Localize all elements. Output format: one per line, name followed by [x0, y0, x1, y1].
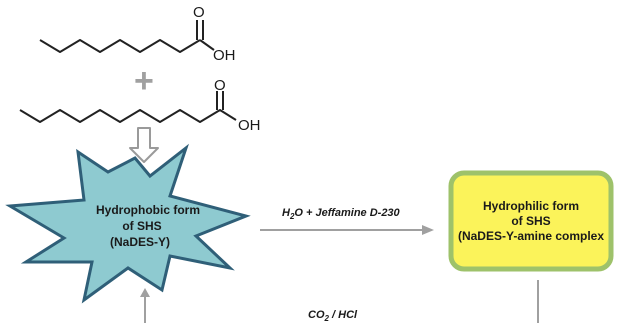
forward-label-sub: 2 [289, 212, 295, 221]
hydrophilic-label-line-1: Hydrophilic form [483, 199, 579, 213]
dodecanoic-acid-oh-label: OH [238, 117, 261, 134]
reverse-label-sub: 2 [324, 314, 330, 323]
forward-reaction-arrow: H2O + Jeffamine D-230 [260, 207, 434, 235]
hydrophobic-label-line-2: of SHS [122, 219, 161, 233]
hydrophobic-form-node: Hydrophobic form of SHS (NaDES-Y) [5, 143, 251, 304]
hollow-down-arrow-icon [129, 127, 159, 163]
hydrophobic-label-line-1: Hydrophobic form [96, 203, 200, 217]
octanoic-acid-oh-bond [199, 39, 215, 51]
octanoic-acid-o-label: O [193, 4, 205, 21]
hydrophilic-label-line-2: of SHS [511, 214, 550, 228]
octanoic-acid-oh-label: OH [213, 47, 236, 64]
octanoic-acid-structure: O OH [39, 4, 236, 64]
forward-label-rest: O + Jeffamine D-230 [294, 207, 400, 219]
hydrophilic-box [448, 170, 614, 272]
return-arrowhead-up-icon [140, 288, 150, 297]
reverse-arrow-label: CO2 / HCl [308, 309, 358, 323]
dodecanoic-acid-structure: O OH [19, 77, 261, 134]
forward-arrowhead-icon [422, 225, 434, 235]
dodecanoic-acid-chain [19, 109, 237, 123]
hydrophobic-label-line-3: (NaDES-Y) [110, 235, 170, 249]
forward-arrow-label: H2O + Jeffamine D-230 [282, 207, 401, 221]
hydrophilic-label-line-3: (NaDES-Y-amine complex [458, 229, 604, 243]
forward-label-h: H [282, 207, 291, 219]
hydrophilic-form-node: Hydrophilic form of SHS (NaDES-Y-amine c… [448, 170, 614, 272]
plus-sign: + [134, 62, 154, 100]
dodecanoic-acid-o-label: O [214, 77, 226, 94]
hydrophobic-star-shape [5, 143, 251, 304]
reverse-label-co: CO [308, 309, 325, 321]
reverse-label-rest: / HCl [329, 309, 358, 321]
octanoic-acid-chain [39, 39, 201, 53]
